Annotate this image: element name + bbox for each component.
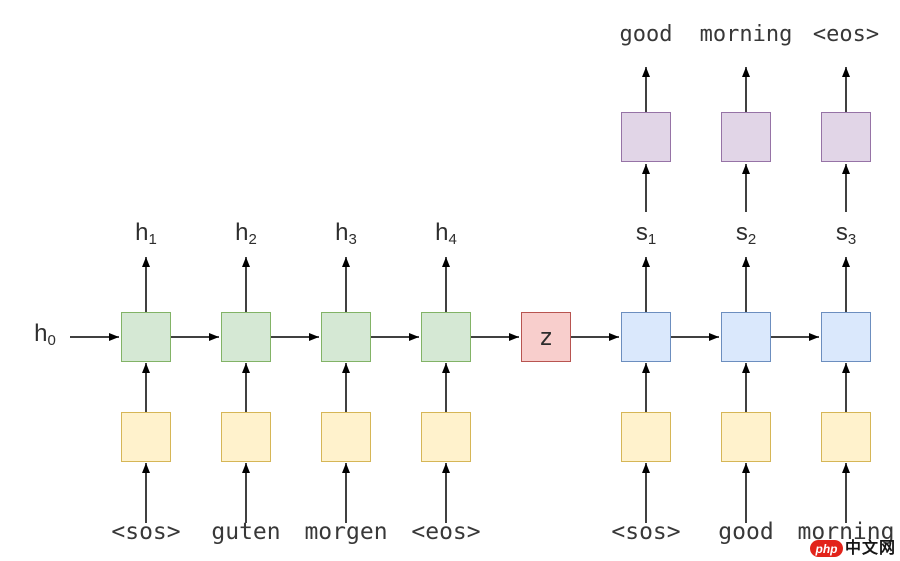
- decoder-cell-1: [621, 312, 671, 362]
- output-box-1: [621, 112, 671, 162]
- label-s2: s2: [735, 219, 757, 248]
- context-vector-box: z: [521, 312, 571, 362]
- output-box-3: [821, 112, 871, 162]
- decoder-cell-2: [721, 312, 771, 362]
- label-h1: h1: [135, 219, 157, 248]
- encoder-input-token-1: <sos>: [111, 519, 181, 545]
- decoder-input-token-1: <sos>: [611, 519, 681, 545]
- encoder-embedding-3: [321, 412, 371, 462]
- watermark-site-text: 中文网: [844, 540, 896, 557]
- output-box-2: [721, 112, 771, 162]
- decoder-embedding-2: [721, 412, 771, 462]
- label-h3: h3: [335, 219, 357, 248]
- label-h4: h4: [435, 219, 457, 248]
- encoder-cell-3: [321, 312, 371, 362]
- context-vector-label: z: [538, 323, 554, 351]
- php-logo-badge: php: [809, 540, 843, 557]
- encoder-embedding-1: [121, 412, 171, 462]
- decoder-embedding-1: [621, 412, 671, 462]
- encoder-input-token-2: guten: [211, 519, 281, 545]
- encoder-input-token-3: morgen: [304, 519, 388, 545]
- label-h0: h0: [34, 320, 56, 349]
- encoder-cell-2: [221, 312, 271, 362]
- decoder-embedding-3: [821, 412, 871, 462]
- encoder-vertical-arrows: [142, 257, 450, 523]
- encoder-cell-1: [121, 312, 171, 362]
- decoder-input-token-2: good: [718, 519, 774, 545]
- watermark: php 中文网: [809, 540, 896, 557]
- decoder-vertical-arrows: [642, 67, 850, 523]
- output-token-3: <eos>: [812, 22, 880, 47]
- output-token-2: morning: [699, 22, 793, 47]
- encoder-cell-4: [421, 312, 471, 362]
- label-h2: h2: [235, 219, 257, 248]
- output-token-1: good: [619, 22, 673, 47]
- label-s3: s3: [835, 219, 857, 248]
- encoder-embedding-4: [421, 412, 471, 462]
- encoder-input-token-4: <eos>: [411, 519, 481, 545]
- encoder-embedding-2: [221, 412, 271, 462]
- label-s1: s1: [635, 219, 657, 248]
- decoder-cell-3: [821, 312, 871, 362]
